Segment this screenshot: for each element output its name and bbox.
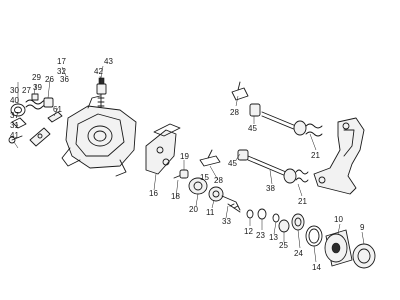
callout-18: 18 — [171, 192, 180, 201]
callout-30: 30 — [10, 86, 19, 95]
part-clip-31 — [11, 117, 27, 129]
part-caliper-body — [61, 95, 137, 177]
part-pin-41 — [8, 135, 23, 144]
callout-16: 16 — [149, 189, 158, 198]
part-pin-18-19 — [173, 169, 189, 179]
callout-26: 26 — [45, 75, 54, 84]
callout-14: 14 — [312, 263, 321, 272]
part-cap-24 — [291, 213, 305, 231]
callout-10: 10 — [334, 215, 343, 224]
callout-19: 19 — [180, 152, 189, 161]
callout-13: 13 — [269, 233, 278, 242]
callout-45b: 45 — [228, 159, 237, 168]
callout-labels: 17 32 43 42 29 26 36 30 27 39 40 61 37 3… — [10, 57, 365, 272]
callout-32: 32 — [57, 67, 66, 76]
part-guide-pin-lower — [237, 149, 297, 184]
part-caliper-bracket — [313, 117, 365, 195]
callout-37: 37 — [10, 111, 19, 120]
callout-27: 27 — [22, 86, 31, 95]
part-plate-left — [29, 127, 51, 147]
callout-12: 12 — [244, 227, 253, 236]
callout-29: 29 — [32, 73, 41, 82]
leader-lines — [13, 65, 365, 263]
callout-21a: 21 — [311, 151, 320, 160]
callout-36: 36 — [60, 75, 69, 84]
callout-45a: 45 — [248, 124, 257, 133]
part-piston-assembly — [188, 177, 241, 211]
part-bleeder-screw-42-43 — [96, 77, 107, 109]
part-boot-21a — [305, 123, 323, 137]
callout-31: 31 — [10, 121, 19, 130]
part-seal-14 — [305, 225, 323, 247]
part-clip-28a — [231, 81, 249, 101]
part-shim-upper — [153, 123, 181, 137]
part-shim-61 — [47, 111, 63, 123]
part-pad-16 — [145, 129, 177, 175]
callout-24: 24 — [294, 249, 303, 258]
part-washer-13 — [272, 213, 280, 223]
part-piston-10 — [324, 229, 353, 267]
part-bolt-33 — [227, 203, 241, 213]
callout-39: 39 — [33, 83, 42, 92]
callout-42: 42 — [94, 67, 103, 76]
callout-28b: 28 — [214, 176, 223, 185]
callout-23: 23 — [256, 231, 265, 240]
callout-33: 33 — [222, 217, 231, 226]
callout-20: 20 — [189, 205, 198, 214]
part-nut-25 — [278, 219, 290, 233]
part-boot-9 — [352, 243, 376, 269]
part-washer-23 — [257, 208, 267, 220]
callout-41: 41 — [10, 131, 19, 140]
callout-61: 61 — [53, 105, 62, 114]
part-guide-pin-upper — [249, 103, 307, 136]
callout-25: 25 — [279, 241, 288, 250]
part-bracket-clip-28b — [199, 149, 221, 167]
callout-21b: 21 — [298, 197, 307, 206]
callout-17: 17 — [57, 57, 66, 66]
callout-28a: 28 — [230, 108, 239, 117]
part-boot-21b — [295, 169, 309, 183]
callout-40: 40 — [10, 96, 19, 105]
part-bleeder-29 — [31, 93, 39, 101]
part-washer-12 — [246, 209, 254, 219]
callout-11: 11 — [206, 208, 215, 217]
callout-15: 15 — [200, 173, 209, 182]
part-nut-26 — [43, 97, 54, 108]
callout-43: 43 — [104, 57, 113, 66]
callout-9: 9 — [360, 223, 365, 232]
callout-38: 38 — [266, 184, 275, 193]
